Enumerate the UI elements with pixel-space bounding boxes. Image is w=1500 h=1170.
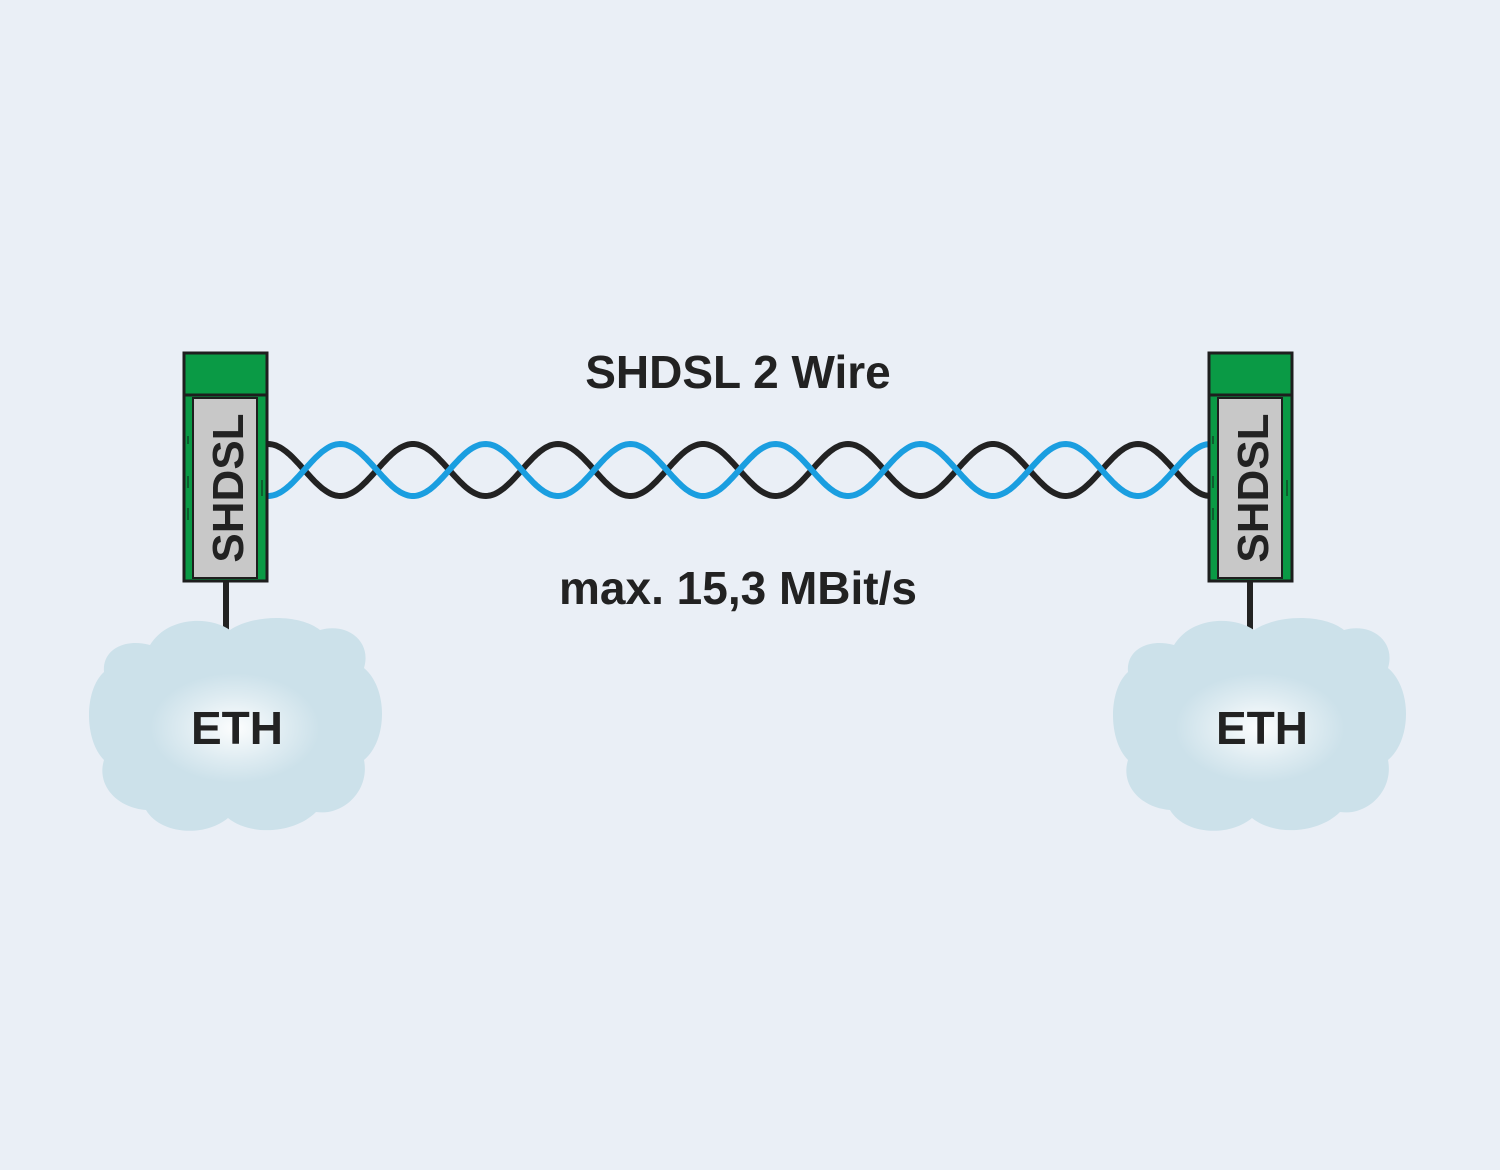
right-device-label: SHDSL [1229, 413, 1278, 562]
right-node: ETH SHDSL [1113, 351, 1406, 831]
right-network-label: ETH [1216, 702, 1308, 754]
ethernet-cloud-icon [1113, 618, 1406, 831]
shdsl-extender-icon: SHDSL [1207, 351, 1294, 583]
speed-label: max. 15,3 MBit/s [559, 562, 917, 614]
twisted-pair-cable-icon [265, 440, 1211, 500]
blue-wire [265, 440, 1211, 500]
shdsl-extender-icon: SHDSL [182, 351, 269, 583]
left-node: ETH SHDSL [89, 351, 382, 831]
left-device-label: SHDSL [204, 413, 253, 562]
left-network-label: ETH [191, 702, 283, 754]
link-type-label: SHDSL 2 Wire [585, 346, 891, 398]
ethernet-cloud-icon [89, 618, 382, 831]
